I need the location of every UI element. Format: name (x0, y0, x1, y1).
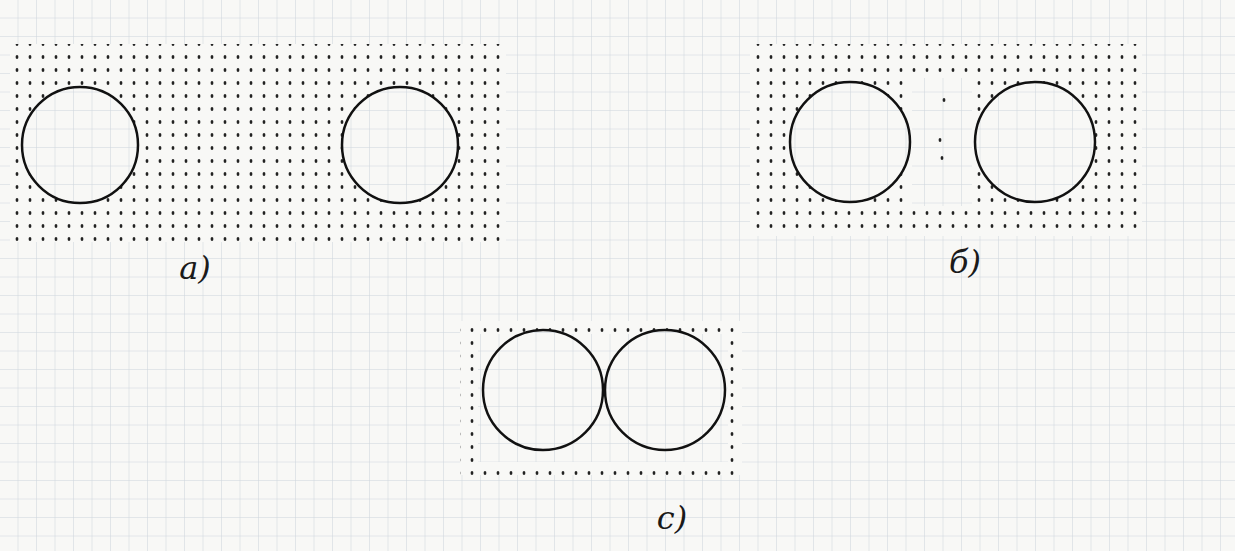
dot-field (460, 321, 742, 475)
sphere (22, 87, 138, 203)
dot (943, 98, 946, 102)
dot (939, 138, 942, 142)
dot (941, 156, 944, 160)
depleted-gap (912, 78, 972, 206)
panel-label: б) (949, 246, 981, 278)
dot-field (10, 44, 506, 242)
dot-field (750, 44, 1142, 236)
panel-label: c) (657, 502, 687, 534)
sphere (605, 330, 725, 450)
sphere (483, 330, 603, 450)
sphere (342, 87, 458, 203)
sphere (975, 82, 1095, 202)
panel-label: a) (179, 252, 211, 284)
sphere (790, 82, 910, 202)
